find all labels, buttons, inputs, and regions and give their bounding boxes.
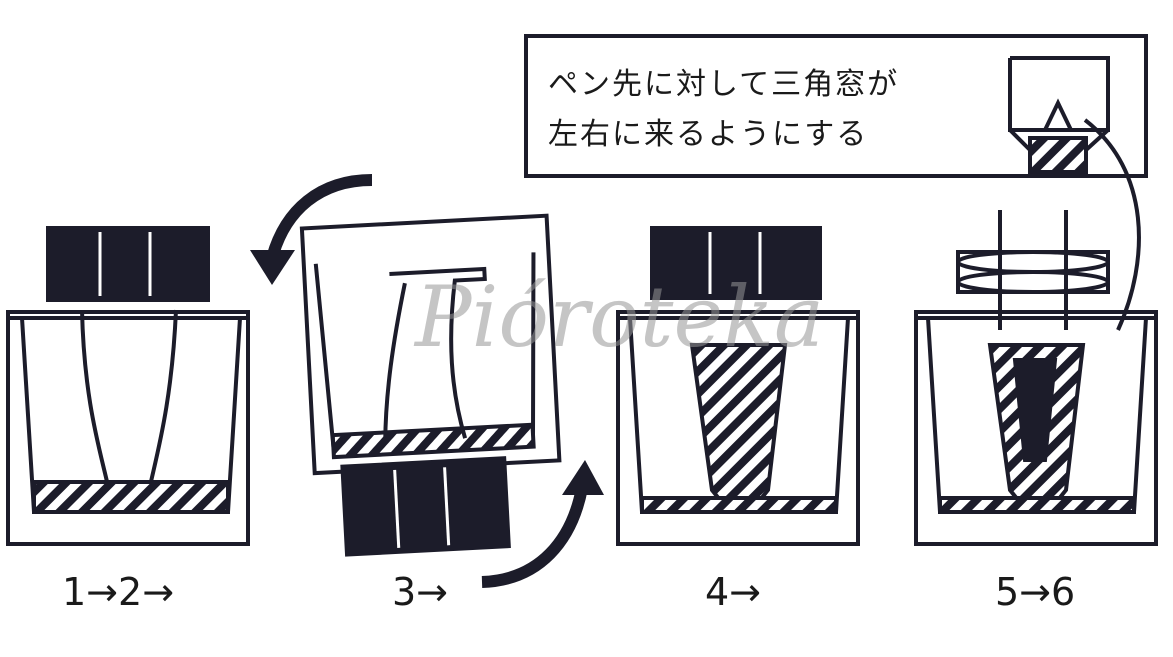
curved-arrow-bottom <box>481 460 604 588</box>
curved-arrow-top <box>250 174 373 285</box>
bottle-step-1 <box>6 226 250 546</box>
bottle-step-3-inverted <box>299 213 562 557</box>
bottle-step-5-6 <box>914 118 1158 546</box>
callout-box <box>524 34 1148 178</box>
callout-line-1: ペン先に対して三角窓が <box>548 67 900 102</box>
bottle-step-4 <box>616 226 860 546</box>
step-label-5-6: 5→6 <box>995 570 1076 614</box>
callout-line-2: 左右に来るようにする <box>548 117 869 152</box>
step-label-1-2: 1→2→ <box>62 570 175 614</box>
callout-text: ペン先に対して三角窓が 左右に来るようにする <box>548 60 899 160</box>
watermark: Pióroteka <box>415 268 825 366</box>
step-label-3: 3→ <box>392 570 449 614</box>
step-label-4: 4→ <box>705 570 762 614</box>
